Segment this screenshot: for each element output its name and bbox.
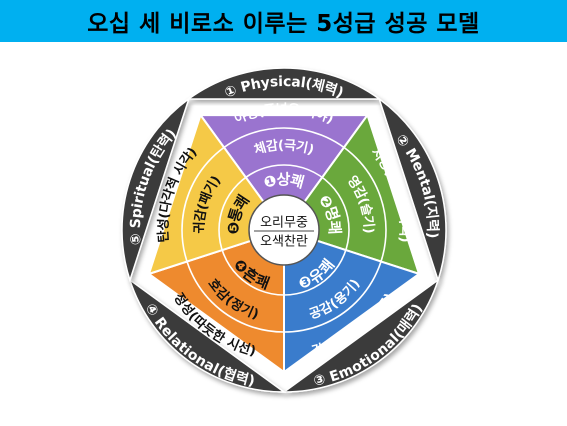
petal-emotional [281, 278, 440, 393]
outer-petals [121, 67, 447, 393]
center-line-2: 오색찬란 [260, 235, 308, 250]
petal-spiritual [121, 96, 191, 283]
ring-inner [218, 164, 350, 296]
ring-lines [181, 127, 387, 333]
ring-outer [181, 127, 387, 333]
center-line-1: 오리무중 [260, 216, 308, 231]
petal-mental [377, 96, 447, 283]
inner-label-physical: 체감(극기) [252, 138, 315, 158]
core-label-physical: ❶상쾌 [262, 170, 307, 191]
petal-relational [128, 278, 287, 393]
page-title: 오십 세 비로소 이루는 5성급 성공 모델 [87, 11, 480, 37]
petal-physical [186, 67, 382, 100]
center-disc [248, 194, 320, 266]
title-bar: 오십 세 비로소 이루는 5성급 성공 모델 [0, 0, 567, 42]
